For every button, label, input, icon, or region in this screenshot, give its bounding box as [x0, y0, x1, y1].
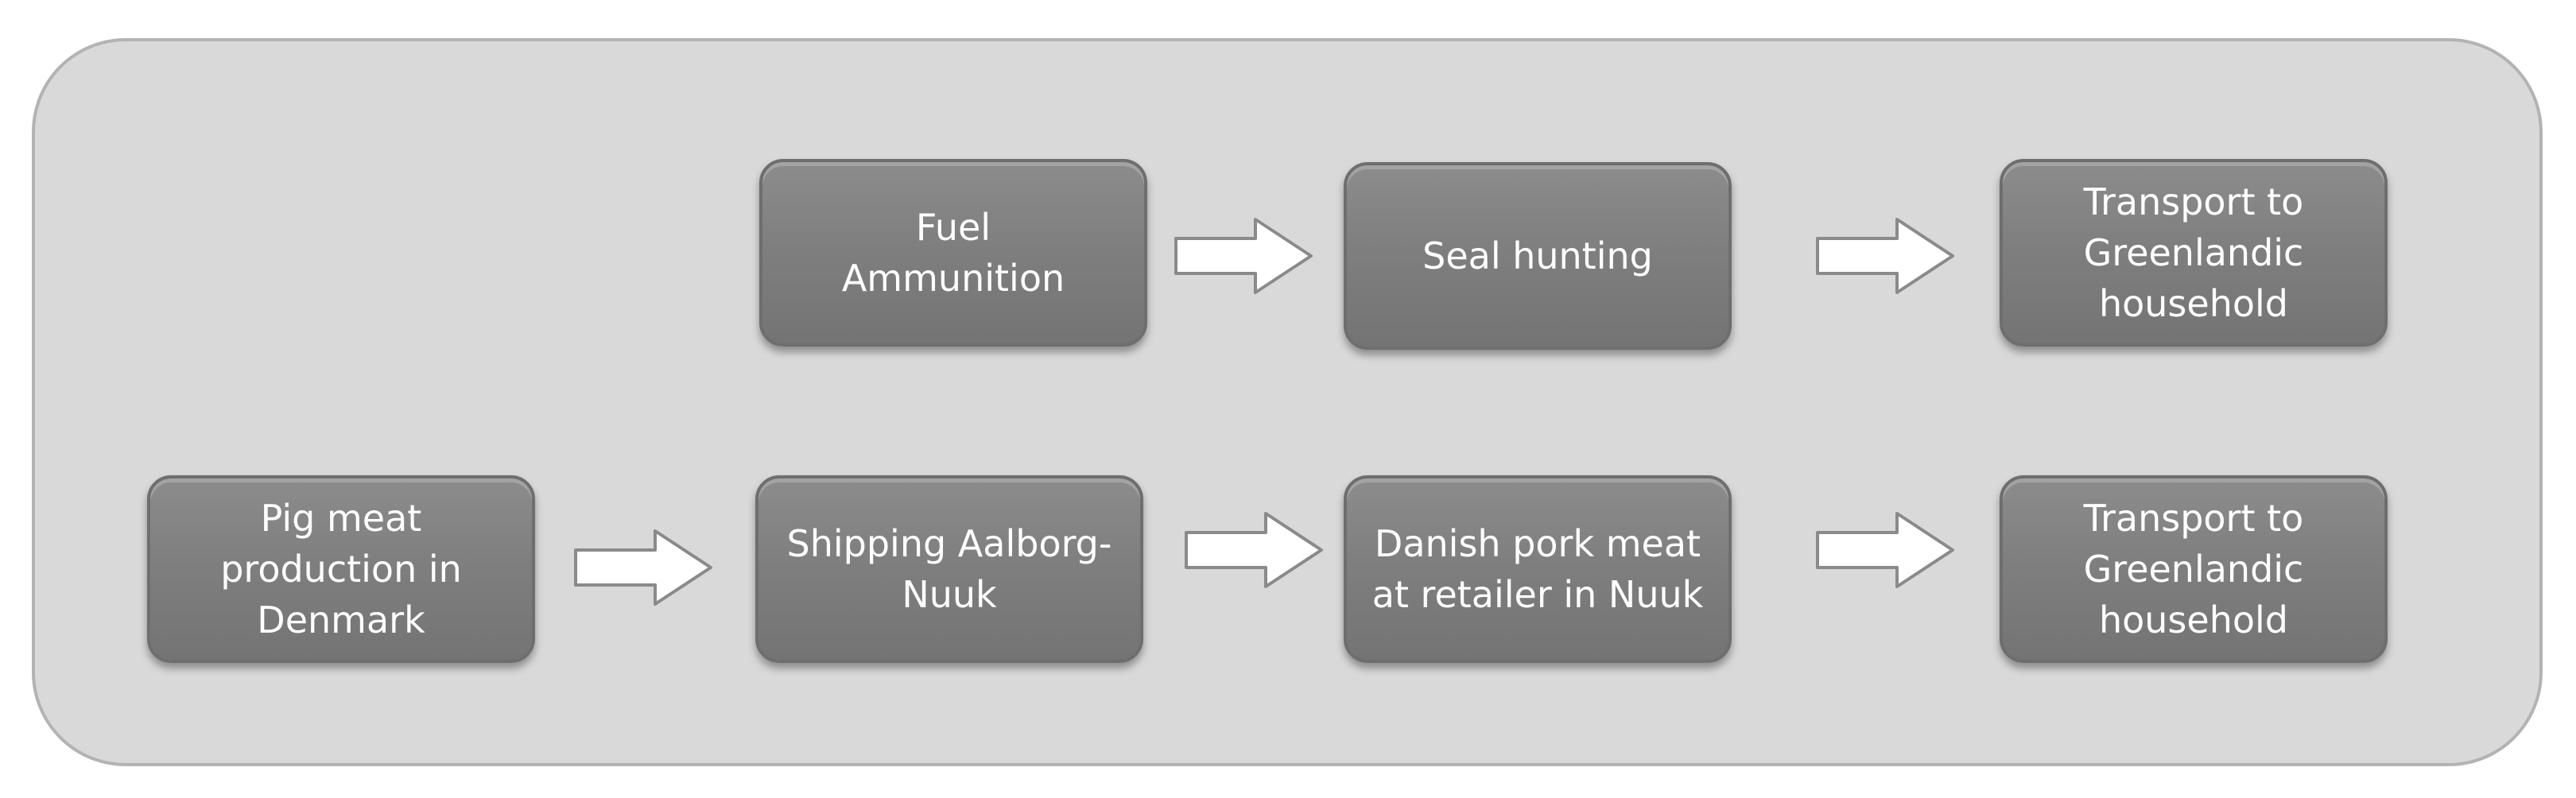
box-transport-bottom: Transport to Greenlandic household: [2000, 475, 2388, 663]
box-shipping: Shipping Aalborg- Nuuk: [755, 475, 1143, 663]
box-pig-meat-production: Pig meat production in Denmark: [147, 475, 535, 663]
box-transport-top: Transport to Greenlandic household: [2000, 159, 2388, 347]
box-retailer: Danish pork meat at retailer in Nuuk: [1344, 475, 1732, 663]
box-fuel-ammunition: Fuel Ammunition: [759, 159, 1147, 347]
right-arrow-icon: [572, 528, 716, 607]
box-seal-hunting: Seal hunting: [1344, 162, 1732, 350]
right-arrow-icon: [1183, 510, 1326, 590]
right-arrow-icon: [1173, 216, 1316, 296]
right-arrow-icon: [1814, 510, 1957, 590]
right-arrow-icon: [1814, 216, 1957, 296]
